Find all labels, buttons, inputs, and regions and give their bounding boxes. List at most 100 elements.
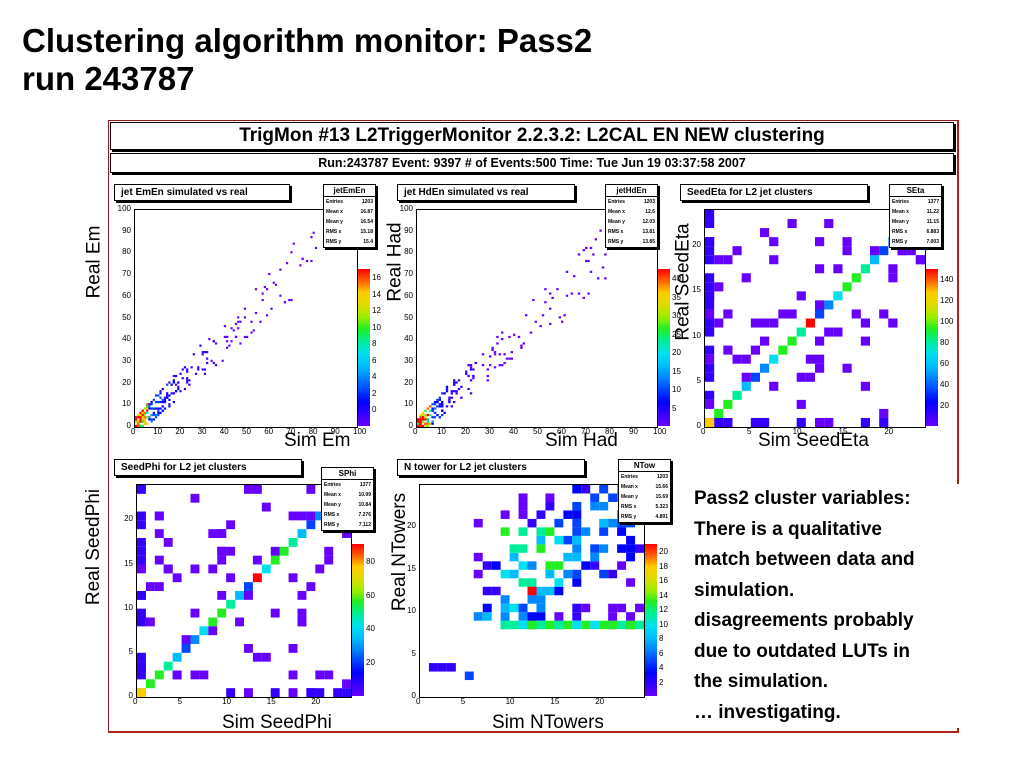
histogram-bin (186, 370, 189, 373)
histogram-bin (448, 400, 451, 404)
histogram-bin (179, 390, 182, 393)
histogram-bin (617, 620, 627, 630)
histogram-bin (815, 300, 825, 310)
x-tick-label: 60 (557, 427, 566, 436)
histogram-bin (433, 416, 437, 419)
y-axis-label: Real Had (384, 222, 406, 302)
histogram-bin (226, 335, 229, 339)
histogram-bin (186, 379, 189, 382)
histogram-bin (154, 555, 164, 565)
histogram-bin (143, 422, 147, 425)
stats-value: 11.15 (926, 219, 939, 225)
histogram-bin (590, 620, 600, 630)
x-tick-label: 40 (219, 427, 229, 436)
histogram-bin (265, 314, 269, 317)
histogram-bin (815, 336, 825, 346)
histogram-bin (288, 670, 298, 680)
x-tick-label: 15 (550, 697, 560, 706)
histogram-bin (145, 582, 155, 591)
colorbar (926, 269, 938, 426)
histogram-bin (172, 392, 175, 395)
histogram-bin (197, 366, 200, 369)
histogram-bin (137, 591, 146, 600)
stats-key: RMS y (892, 239, 908, 245)
histogram-bin (549, 292, 552, 295)
histogram-bin (312, 231, 315, 234)
histogram-bin (509, 620, 519, 630)
histogram-bin (324, 670, 334, 680)
x-tick-label: 10 (792, 427, 802, 436)
histogram-bin (250, 320, 253, 323)
histogram-bin (503, 361, 506, 365)
y-axis-label: Real NTowers (389, 492, 411, 612)
histogram-bin (188, 383, 191, 386)
stats-key: Entries (621, 474, 638, 480)
colorbar-tick-label: 20 (672, 348, 681, 358)
histogram-bin (163, 407, 167, 410)
histogram-bin (226, 340, 229, 343)
histogram-bin (143, 413, 147, 417)
histogram-bin (750, 417, 760, 427)
histogram-bin (536, 603, 546, 613)
histogram-bin (270, 546, 280, 556)
histogram-bin (161, 405, 164, 408)
y-tick-label: 15 (124, 558, 133, 568)
summary-line: simulation. (694, 579, 795, 601)
histogram-bin (237, 316, 240, 319)
histogram-bin (152, 411, 155, 414)
histogram-bin (879, 408, 889, 418)
panel-title: jet EmEn simulated vs real (114, 184, 290, 201)
stats-key: RMS y (326, 239, 342, 245)
histogram-bin (137, 564, 146, 574)
histogram-bin (518, 578, 528, 587)
histogram-bin (545, 586, 555, 596)
histogram-bin (457, 379, 461, 382)
histogram-bin (482, 561, 492, 570)
histogram-bin (565, 294, 569, 297)
histogram-bin (137, 555, 146, 565)
histogram-bin (246, 335, 249, 339)
histogram-bin (554, 535, 564, 545)
histogram-bin (545, 569, 555, 579)
histogram-bin (617, 603, 627, 613)
histogram-bin (805, 372, 815, 382)
histogram-bin (217, 591, 227, 600)
y-axis-label: Real SeedEta (672, 223, 694, 341)
x-tick-label: 10 (153, 427, 163, 436)
summary-line: the simulation. (694, 671, 829, 692)
histogram-bin (438, 398, 441, 401)
colorbar-tick-label: 12 (372, 306, 381, 316)
histogram-bin (705, 300, 715, 310)
histogram-bin (244, 644, 253, 653)
histogram-bin (778, 345, 788, 355)
colorbar-tick-label: 40 (940, 380, 949, 390)
histogram-bin (283, 301, 286, 304)
histogram-bin (230, 340, 233, 343)
colorbar-tick-label: 25 (672, 329, 681, 339)
histogram-bin (226, 546, 236, 556)
histogram-bin (508, 335, 511, 339)
histogram-bin (306, 582, 316, 591)
histogram-bin (417, 418, 420, 421)
colorbar-tick-label: 140 (940, 275, 954, 285)
stats-key: RMS x (326, 229, 342, 235)
histogram-bin (796, 291, 806, 301)
stats-key: Entries (326, 199, 343, 205)
histogram-bin (489, 364, 492, 367)
stats-value: 5.323 (655, 504, 668, 510)
histogram-bin (510, 351, 513, 354)
x-tick-label: 90 (330, 427, 340, 436)
histogram-bin (573, 275, 576, 278)
histogram-bin (608, 603, 618, 613)
histogram-bin (259, 320, 262, 323)
histogram-bin (137, 617, 146, 627)
histogram-bin (199, 626, 209, 636)
histogram-bin (230, 327, 233, 330)
